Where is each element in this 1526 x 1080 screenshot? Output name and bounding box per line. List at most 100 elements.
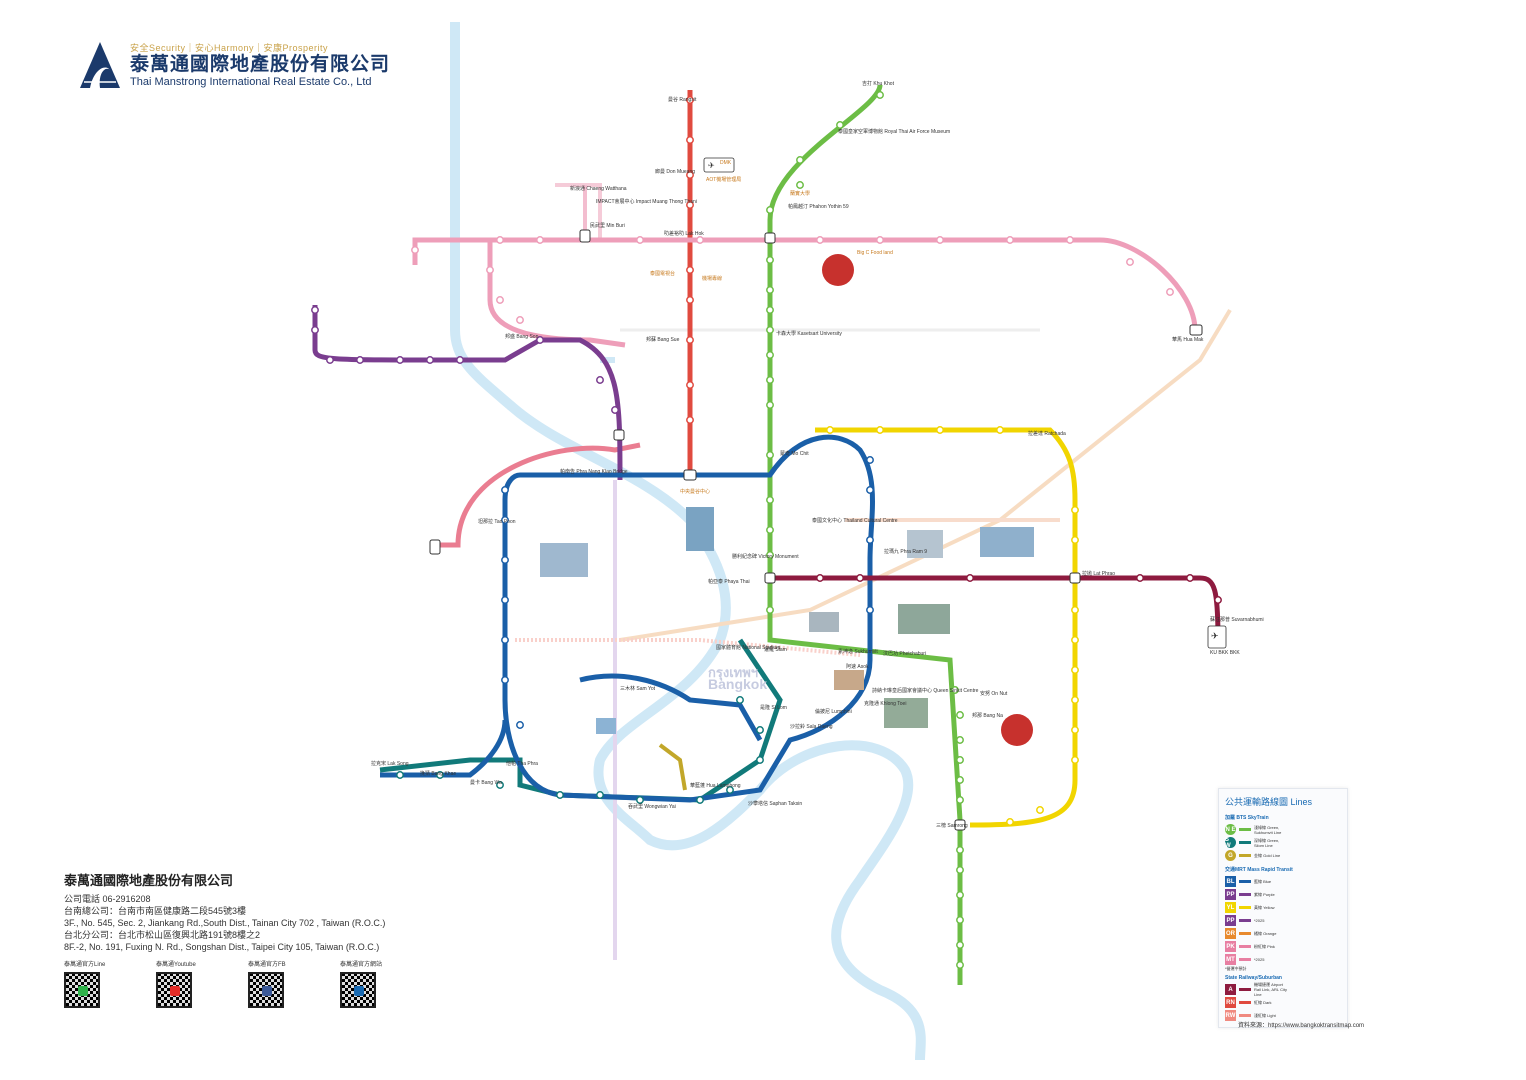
station-dot[interactable] — [686, 266, 694, 274]
station-dot[interactable] — [536, 236, 544, 244]
station-label[interactable]: 廊曼 Don Mueang — [655, 169, 696, 175]
station-dot[interactable] — [1006, 236, 1014, 244]
station-label[interactable]: 三榜 Samrong — [936, 823, 968, 829]
station-dot[interactable] — [516, 721, 524, 729]
station-label[interactable]: 新浪通 Chaeng Watthana — [570, 186, 627, 192]
station-dot[interactable] — [426, 356, 434, 364]
station-label[interactable]: 泰國文化中心 Thailand Cultural Centre — [812, 518, 898, 524]
station-label[interactable]: 安努 On Nut — [980, 691, 1008, 697]
station-dot[interactable] — [501, 596, 509, 604]
station-label[interactable]: 曼谷 Rangsit — [668, 97, 697, 103]
station-label[interactable]: 是隆 Si Lom — [760, 705, 787, 711]
data-source[interactable]: 資料來源：https://www.bangkoktransitmap.com — [1238, 1023, 1365, 1029]
station-dot[interactable] — [726, 786, 734, 794]
station-dot[interactable] — [501, 556, 509, 564]
station-dot[interactable] — [496, 781, 504, 789]
station-dot[interactable] — [866, 456, 874, 464]
station-label[interactable]: 他帕 Tha Phra — [506, 761, 538, 767]
station-dot[interactable] — [936, 236, 944, 244]
station-dot[interactable] — [796, 156, 804, 164]
station-dot[interactable] — [951, 686, 959, 694]
station-dot[interactable] — [766, 256, 774, 264]
qr-website[interactable]: 泰萬通官方網站 — [340, 959, 432, 1008]
station-label[interactable]: 阿速 Asok — [846, 664, 869, 670]
station-label[interactable]: 詩納卡琳皇后國家會議中心 Queen Sirikit Centre — [872, 688, 979, 694]
station-dot[interactable] — [1036, 806, 1044, 814]
station-dot[interactable] — [311, 326, 319, 334]
station-dot[interactable] — [1126, 258, 1134, 266]
station-dot[interactable] — [956, 776, 964, 784]
station-dot[interactable] — [501, 486, 509, 494]
station-dot[interactable] — [966, 574, 974, 582]
station-dot[interactable] — [996, 426, 1004, 434]
station-dot[interactable] — [736, 696, 744, 704]
station-label[interactable]: 叻差裕叻 Lak Hok — [664, 231, 704, 237]
qr-code-icon[interactable] — [64, 972, 100, 1008]
station-label[interactable]: 拉瑪九 Phra Ram 9 — [884, 549, 928, 555]
station-dot[interactable] — [956, 736, 964, 744]
station-dot[interactable] — [536, 336, 544, 344]
station-dot[interactable] — [876, 91, 884, 99]
station-dot[interactable] — [1071, 636, 1079, 644]
station-dot[interactable] — [456, 356, 464, 364]
station-label[interactable]: 倫披尼 Lumphini — [815, 709, 852, 715]
station-label[interactable]: 蘇汪那普 Suvarnabhumi — [1210, 617, 1264, 623]
station-dot[interactable] — [486, 266, 494, 274]
station-dot[interactable] — [766, 526, 774, 534]
station-label[interactable]: 卡森大學 Kasetsart University — [776, 331, 842, 337]
station-dot[interactable] — [836, 121, 844, 129]
station-dot[interactable] — [1166, 288, 1174, 296]
station-dot[interactable] — [686, 296, 694, 304]
station-dot[interactable] — [956, 891, 964, 899]
station-dot[interactable] — [766, 551, 774, 559]
station-dot[interactable] — [396, 771, 404, 779]
station-label[interactable]: 汶巴功 Phetchaburi — [883, 651, 927, 657]
station-label[interactable]: 邦蘇 Bang Sue — [646, 337, 680, 343]
station-dot[interactable] — [1071, 606, 1079, 614]
station-dot[interactable] — [856, 574, 864, 582]
station-dot[interactable] — [1186, 574, 1194, 582]
station-dot[interactable] — [636, 236, 644, 244]
station-dot[interactable] — [956, 796, 964, 804]
station-dot[interactable] — [516, 316, 524, 324]
station-dot[interactable] — [756, 726, 764, 734]
station-label[interactable]: 帕南告 Phra Nang Klao Bridge — [560, 469, 628, 475]
station-dot[interactable] — [396, 356, 404, 364]
station-dot[interactable] — [766, 496, 774, 504]
station-dot[interactable] — [816, 574, 824, 582]
station-dot[interactable] — [501, 676, 509, 684]
station-dot[interactable] — [766, 376, 774, 384]
station-label[interactable]: 帕亞泰 Phaya Thai — [708, 579, 750, 585]
qr-code-icon[interactable] — [340, 972, 376, 1008]
station-dot[interactable] — [956, 756, 964, 764]
station-dot[interactable] — [766, 351, 774, 359]
station-label[interactable]: 挽猜 Bang Khae — [420, 771, 457, 777]
station-dot[interactable] — [636, 796, 644, 804]
station-label[interactable]: 帕鳳越汀 Phahon Yothin 59 — [788, 204, 849, 210]
station-dot[interactable] — [766, 606, 774, 614]
station-dot[interactable] — [816, 236, 824, 244]
station-label[interactable]: 拉差達 Ratchada — [1028, 431, 1066, 437]
station-label[interactable]: 蒙奇 Mo Chit — [780, 451, 809, 457]
station-label[interactable]: 暹羅 Siam — [764, 647, 787, 653]
station-dot[interactable] — [766, 401, 774, 409]
station-dot[interactable] — [956, 916, 964, 924]
station-label[interactable]: 坦那拉 Tao Poon — [478, 519, 516, 525]
station-dot[interactable] — [766, 206, 774, 214]
station-label[interactable]: 曼卡 Bang Wa — [470, 780, 502, 786]
station-dot[interactable] — [496, 296, 504, 304]
qr-line[interactable]: 泰萬通官方Line — [64, 959, 156, 1008]
station-dot[interactable] — [1006, 818, 1014, 826]
station-label[interactable]: 三木林 Sam Yot — [620, 686, 656, 692]
station-dot[interactable] — [866, 486, 874, 494]
station-dot[interactable] — [1071, 696, 1079, 704]
station-dot[interactable] — [1066, 236, 1074, 244]
station-dot[interactable] — [1071, 726, 1079, 734]
station-dot[interactable] — [1071, 666, 1079, 674]
station-dot[interactable] — [686, 136, 694, 144]
station-label[interactable]: 邦那 Bang Na — [972, 713, 1003, 719]
station-dot[interactable] — [356, 356, 364, 364]
station-dot[interactable] — [696, 236, 704, 244]
station-dot[interactable] — [1071, 536, 1079, 544]
station-dot[interactable] — [956, 711, 964, 719]
